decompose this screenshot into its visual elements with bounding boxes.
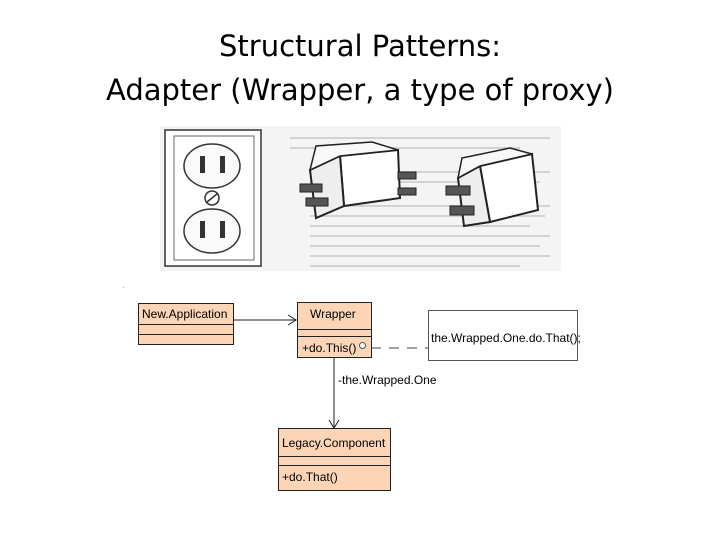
slide-title-line-1: Structural Patterns: xyxy=(219,29,501,63)
class-divider xyxy=(298,329,371,330)
code-note-text: the.Wrapped.One.do.That(); xyxy=(431,331,581,345)
class-divider xyxy=(279,465,390,466)
operation-note-marker-icon xyxy=(359,342,366,349)
association-label: -the.Wrapped.One xyxy=(338,373,437,387)
decorative-dot: · xyxy=(122,283,125,292)
class-legacy-component-operation: +do.That() xyxy=(282,470,338,484)
class-divider xyxy=(279,456,390,457)
outlet-and-plug-adapter-sketch-icon xyxy=(160,126,561,271)
class-divider xyxy=(139,334,233,335)
class-new-application-name: New.Application xyxy=(142,307,228,321)
class-legacy-component-name: Legacy.Component xyxy=(282,436,386,450)
class-divider xyxy=(139,324,233,325)
class-wrapper-name: Wrapper xyxy=(310,307,356,321)
class-wrapper[interactable]: Wrapper +do.This() xyxy=(297,302,372,358)
code-note[interactable]: the.Wrapped.One.do.That(); xyxy=(428,310,581,361)
class-wrapper-operation: +do.This() xyxy=(302,341,357,355)
slide-title-line-2: Adapter (Wrapper, a type of proxy) xyxy=(105,73,614,107)
class-new-application[interactable]: New.Application xyxy=(138,303,234,345)
class-divider xyxy=(298,336,371,337)
class-legacy-component[interactable]: Legacy.Component +do.That() xyxy=(278,428,391,491)
